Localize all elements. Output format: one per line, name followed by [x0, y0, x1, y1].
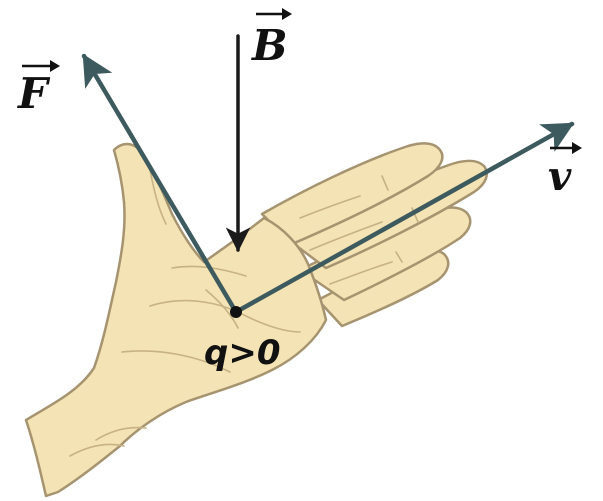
magnetic-field-label-text: B — [251, 21, 288, 70]
force-label: F — [17, 60, 60, 118]
velocity-label: v — [548, 142, 582, 200]
charge-label: q>0 — [204, 333, 280, 373]
velocity-label-text: v — [548, 153, 572, 200]
hand-icon — [26, 143, 487, 496]
force-label-text: F — [17, 69, 51, 118]
magnetic-field-label: B — [251, 8, 292, 70]
palm — [26, 144, 326, 496]
point-charge-icon — [230, 306, 242, 318]
